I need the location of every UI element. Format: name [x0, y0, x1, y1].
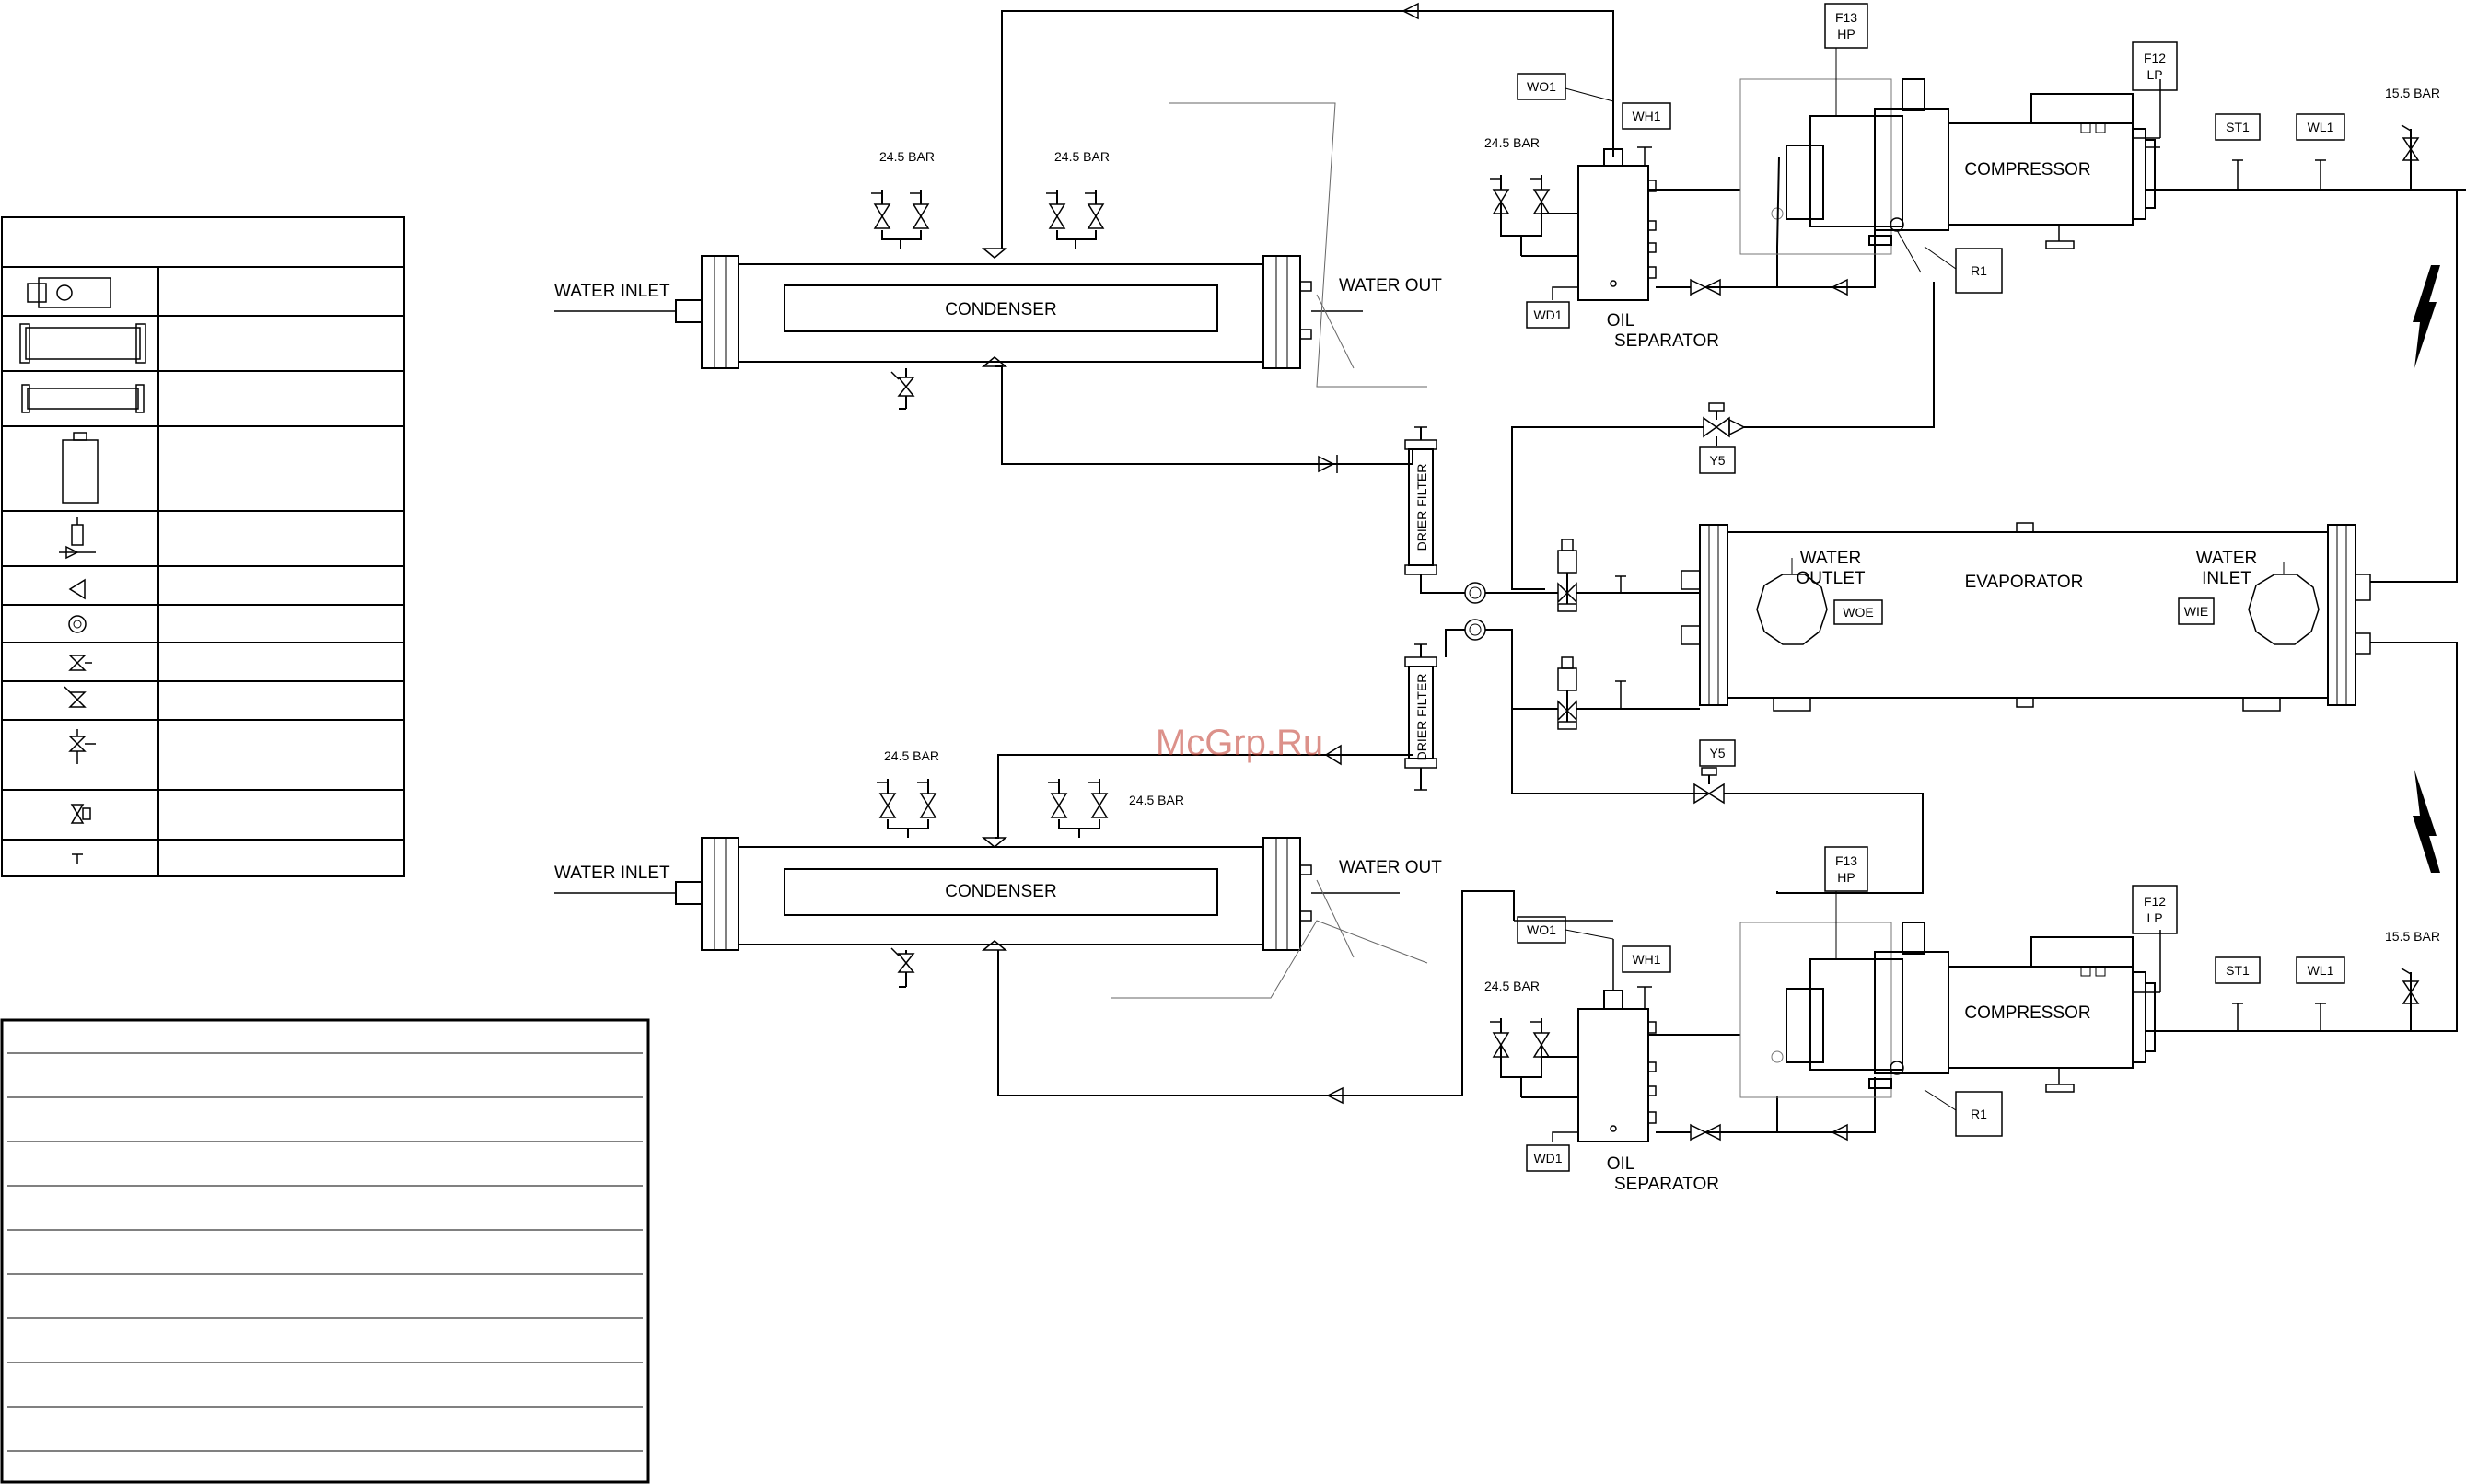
tag-hp-bottom: HP	[1837, 870, 1855, 885]
pressure-label-oil-bottom: 24.5 BAR	[1484, 979, 1540, 993]
legend-table	[1, 216, 405, 877]
legend-compressor-icon	[27, 277, 111, 308]
safety-valve-suction-top	[2401, 124, 2420, 190]
compressor-top	[1739, 78, 2156, 255]
tag-st1-top: ST1	[2226, 120, 2250, 134]
tag-y5-top: Y5	[1709, 453, 1725, 468]
condenser-top-water-out: WATER OUT	[1339, 276, 1442, 296]
description-table	[0, 1018, 650, 1484]
tag-wl1-top: WL1	[2308, 120, 2334, 134]
evaporator-water-inlet-2: INLET	[2202, 569, 2251, 588]
drain-valve-cond-top	[890, 368, 915, 410]
pressure-label-oil-top: 24.5 BAR	[1484, 135, 1540, 150]
oil-separator-bottom	[1577, 990, 1657, 1142]
safety-valve-pair-cond-top-left	[871, 190, 930, 249]
sight-glass-top	[1464, 582, 1486, 604]
legend-expansion-valve-icon	[59, 517, 96, 560]
tag-wo1-top: WO1	[1527, 79, 1556, 94]
legend-service-valve-icon	[68, 655, 92, 671]
check-valve-cond-top-outlet	[1318, 455, 1335, 473]
tag-hp-top: HP	[1837, 27, 1855, 41]
tag-f13-top: F13	[1835, 10, 1857, 25]
evaporator	[1681, 522, 2371, 712]
tag-lp-bottom: LP	[2146, 910, 2162, 925]
tag-y5-bottom: Y5	[1709, 746, 1725, 760]
pressure-label-cond-top-left: 24.5 BAR	[879, 149, 935, 164]
solenoid-valve-y5-top	[1703, 402, 1746, 446]
expansion-valve-bottom	[1545, 656, 1700, 730]
drain-valve-cond-bottom	[890, 947, 915, 988]
pressure-label-cond-bottom-left: 24.5 BAR	[884, 748, 939, 763]
legend-relief-valve-icon	[64, 686, 87, 708]
safety-valve-pair-cond-bottom-left	[877, 779, 937, 838]
flow-arrow-down	[2413, 770, 2440, 873]
flow-arrow-up	[2413, 265, 2440, 368]
tag-wie: WIE	[2184, 604, 2208, 619]
safety-valve-pair-oil-bottom	[1490, 1018, 1578, 1098]
condenser-top	[675, 248, 1312, 369]
condenser-bottom-water-out: WATER OUT	[1339, 858, 1442, 877]
legend-evaporator-icon	[21, 384, 145, 413]
oil-separator-bottom-label-1: OIL	[1607, 1154, 1635, 1174]
legend-oil-separator-icon	[62, 432, 99, 504]
legend-check-valve-icon	[68, 578, 86, 600]
pressure-label-suction-bottom: 15.5 BAR	[2385, 929, 2440, 944]
check-valve-bottom-discharge	[1326, 1086, 1344, 1105]
safety-valve-pair-oil-top	[1490, 175, 1578, 257]
tag-woe: WOE	[1843, 605, 1873, 620]
tag-wo1-bottom: WO1	[1527, 922, 1556, 937]
tag-wd1-top: WD1	[1533, 307, 1562, 322]
condenser-top-label: CONDENSER	[945, 300, 1056, 319]
drier-filter-bottom-label: DRIER FILTER	[1414, 674, 1429, 761]
sight-glass-bottom	[1464, 619, 1486, 641]
tag-st1-bottom: ST1	[2226, 963, 2250, 978]
tag-wd1-bottom: WD1	[1533, 1151, 1562, 1165]
compressor-bottom-label: COMPRESSOR	[1964, 1003, 2090, 1023]
oil-separator-bottom-label-2: SEPARATOR	[1614, 1175, 1719, 1194]
drier-filter-top-label: DRIER FILTER	[1414, 464, 1429, 551]
safety-valve-pair-cond-top-right	[1046, 190, 1105, 249]
tag-lp-top: LP	[2146, 67, 2162, 82]
pressure-label-suction-top: 15.5 BAR	[2385, 86, 2440, 100]
pressure-label-cond-top-right: 24.5 BAR	[1054, 149, 1110, 164]
safety-valve-pair-cond-bottom-right	[1048, 779, 1109, 838]
compressor-top-label: COMPRESSOR	[1964, 160, 2090, 180]
compressor-bottom	[1739, 922, 2156, 1098]
tag-wh1-bottom: WH1	[1632, 952, 1660, 967]
tag-f12-top: F12	[2144, 51, 2166, 65]
condenser-bottom-water-inlet: WATER INLET	[554, 864, 670, 883]
legend-three-way-valve-icon	[68, 729, 96, 764]
legend-access-port-icon	[72, 853, 83, 864]
check-valve-top-discharge	[1402, 2, 1419, 20]
evaporator-water-outlet-2: OUTLET	[1797, 569, 1866, 588]
check-valve-cond-bottom-outlet	[1324, 744, 1342, 766]
oil-separator-top	[1577, 148, 1657, 301]
tag-f12-bottom: F12	[2144, 894, 2166, 909]
tag-boxes	[1517, 3, 2345, 1172]
solenoid-valve-y5-bottom	[1693, 767, 1725, 805]
evaporator-water-inlet-1: WATER	[2196, 549, 2258, 568]
tag-r1-top: R1	[1971, 263, 1987, 278]
expansion-valve-top	[1545, 539, 1700, 612]
watermark-text: McGrp.Ru	[1156, 723, 1323, 763]
pressure-label-cond-bottom-right: 24.5 BAR	[1129, 793, 1184, 807]
evaporator-water-outlet-1: WATER	[1800, 549, 1862, 568]
condenser-bottom	[675, 837, 1312, 951]
tag-r1-bottom: R1	[1971, 1107, 1987, 1121]
oil-separator-top-label-1: OIL	[1607, 311, 1635, 330]
legend-condenser-icon	[19, 323, 146, 364]
legend-sight-glass-icon	[68, 615, 87, 633]
safety-valve-suction-bottom	[2401, 968, 2420, 1031]
tag-wh1-top: WH1	[1632, 109, 1660, 123]
drier-filter-bottom	[1404, 643, 1437, 791]
condenser-bottom-label: CONDENSER	[945, 882, 1056, 901]
oil-separator-top-label-2: SEPARATOR	[1614, 331, 1719, 351]
tag-f13-bottom: F13	[1835, 853, 1857, 868]
tag-wl1-bottom: WL1	[2308, 963, 2334, 978]
legend-angle-valve-icon	[70, 804, 91, 824]
condenser-top-water-inlet: WATER INLET	[554, 282, 670, 301]
evaporator-label: EVAPORATOR	[1965, 573, 2084, 592]
